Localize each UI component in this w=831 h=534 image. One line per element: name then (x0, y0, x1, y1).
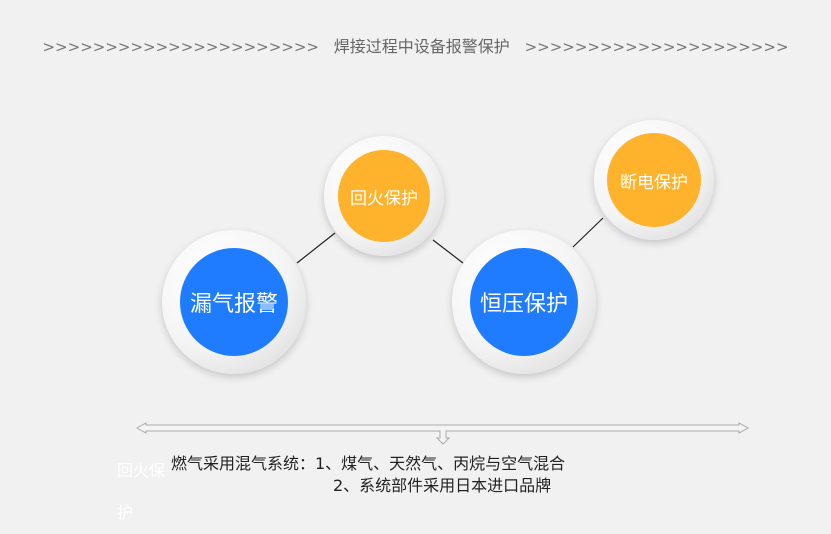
ghost-text: 回火保护 (117, 461, 166, 522)
right-arrows: >>>>>>>>>>>>>>>>>>>>> (524, 38, 789, 56)
connector-line (432, 239, 464, 264)
connector-line (296, 232, 336, 264)
node-label: 回火保护 (338, 150, 430, 242)
left-arrows: >>>>>>>>>>>>>>>>>>>>>> (42, 38, 319, 56)
node-label: 恒压保护 (470, 248, 578, 356)
node-constant-pressure: 恒压保护 (452, 230, 596, 374)
node-power-off-protection: 断电保护 (594, 120, 714, 240)
node-leak-alarm: 漏气报警 (162, 230, 306, 374)
double-arrow-icon (135, 422, 750, 445)
node-label: 断电保护 (607, 133, 701, 227)
node-flashback-protection: 回火保护 (324, 136, 444, 256)
connectors (135, 217, 750, 445)
header: >>>>>>>>>>>>>>>>>>>>>> 焊接过程中设备报警保护 >>>>>… (0, 33, 831, 57)
connector-line (572, 217, 604, 248)
node-label: 漏气报警 (180, 248, 288, 356)
description-line-2: 2、系统部件采用日本进口品牌 (333, 476, 552, 495)
page-title: 焊接过程中设备报警保护 (333, 37, 510, 56)
description-line-1: 燃气采用混气系统：1、煤气、天然气、丙烷与空气混合 (171, 454, 566, 473)
